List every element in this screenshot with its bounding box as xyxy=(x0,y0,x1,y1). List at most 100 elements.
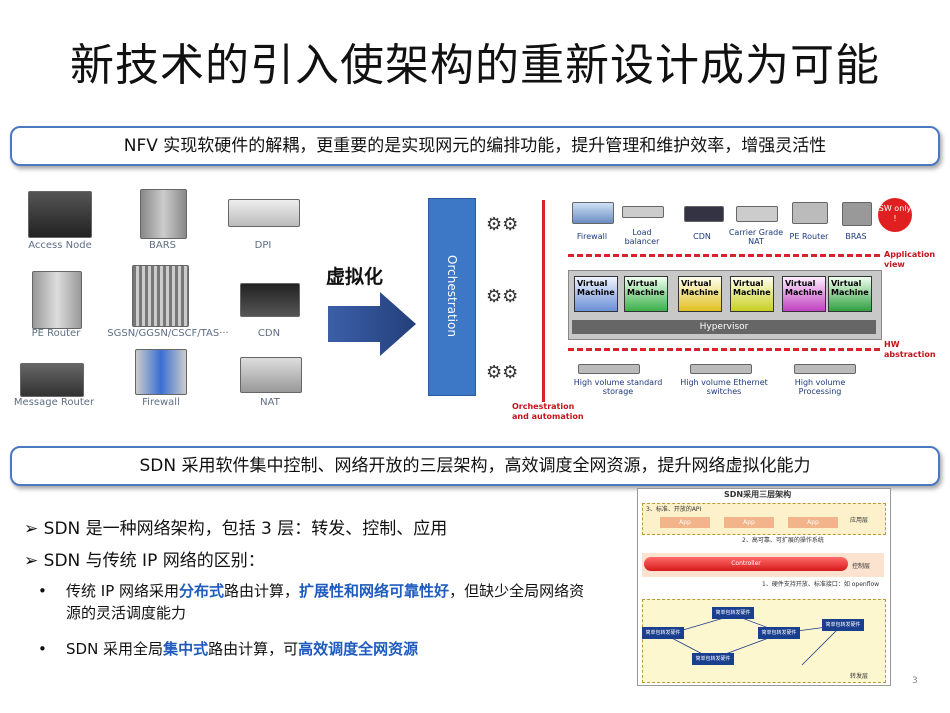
dot-bullet-icon: • xyxy=(38,582,47,600)
sdn-diagram-title: SDN采用三层架构 xyxy=(724,490,792,499)
top-label: BRAS xyxy=(845,232,867,241)
nfv-callout: NFV 实现软硬件的解耦，更重要的是实现网元的编排功能，提升管理和维护效率，增强… xyxy=(10,126,940,166)
switches-icon xyxy=(690,364,752,374)
forward-layer xyxy=(642,599,886,683)
note-openflow: 1、硬件支持开放、标准接口：如 openflow xyxy=(762,581,880,588)
sub-bullet-1-text: 路由计算， xyxy=(224,582,300,600)
app-box: App xyxy=(660,517,710,528)
nat-label: NAT xyxy=(260,397,280,408)
processing-icon xyxy=(794,364,856,374)
bullet-1: ➢ SDN 是一种网络架构，包括 3 层：转发、控制、应用 xyxy=(24,514,447,539)
forward-node: 简单包转发硬件 xyxy=(692,653,734,665)
virtual-machine: Virtual Machine xyxy=(828,276,872,312)
cdn-device xyxy=(240,283,300,317)
message-router-device xyxy=(20,363,84,397)
highlight-centralized: 集中式 xyxy=(163,640,209,658)
pe-router-device xyxy=(32,271,82,329)
virtualize-label: 虚拟化 xyxy=(326,266,384,288)
app-box: App xyxy=(724,517,774,528)
virtualize-arrow xyxy=(328,292,416,356)
bottom-label: High volume Ethernet switches xyxy=(680,378,768,396)
dpi-device xyxy=(228,199,300,227)
firewall-label: Firewall xyxy=(142,397,180,408)
access-node-device xyxy=(28,191,92,238)
bullet-2: ➢ SDN 与传统 IP 网络的区别： xyxy=(24,546,265,571)
orchestration-automation-label: Orchestration and automation xyxy=(512,402,584,421)
gear-icon: ⚙⚙ xyxy=(486,362,519,383)
device-grid: Access Node BARS DPI PE Router SGSN/GGSN… xyxy=(0,185,330,415)
app-layer-label: 应用层 xyxy=(850,517,869,524)
pe-router-icon xyxy=(792,202,828,224)
app-box: App xyxy=(788,517,838,528)
pe-router-label: PE Router xyxy=(31,328,81,339)
nfv-diagram: Firewall Load balancer CDN Carrier Grade… xyxy=(560,188,945,403)
load-balancer-icon xyxy=(622,206,664,218)
bars-label: BARS xyxy=(149,240,176,251)
access-node-label: Access Node xyxy=(28,240,92,251)
bottom-label: High volume Processing xyxy=(794,378,846,396)
sdn-diagram: SDN采用三层架构 3、标准、开放的API App App App 应用层 2、… xyxy=(637,488,891,686)
dpi-label: DPI xyxy=(254,240,272,251)
forward-layer-label: 转发层 xyxy=(850,673,869,680)
controller-bar: Controller xyxy=(644,557,848,571)
orchestration-line xyxy=(542,200,545,402)
sub-bullet-1-text: ，但缺少全局网络资源的灵活调度能力 xyxy=(66,582,585,622)
nat-device xyxy=(240,357,302,393)
sub-bullet-2-text: 路由计算，可 xyxy=(208,640,299,658)
firewall-icon xyxy=(572,202,614,224)
orchestration-bar: Orchestration xyxy=(428,198,476,396)
forward-node: 简单包转发硬件 xyxy=(642,627,684,639)
sub-bullet-2: • SDN 采用全局集中式路由计算，可高效调度全网资源 xyxy=(38,638,588,660)
arrow-bullet-icon: ➢ xyxy=(24,519,44,539)
bars-device xyxy=(140,189,187,239)
forward-node: 简单包转发硬件 xyxy=(712,607,754,619)
cdn-icon xyxy=(684,206,724,222)
hypervisor-bar: Hypervisor xyxy=(572,320,876,334)
hw-abstraction-label: HW abstraction xyxy=(884,340,936,359)
arrow-bullet-icon: ➢ xyxy=(24,551,44,571)
top-label: Carrier Grade NAT xyxy=(728,228,784,246)
slide-title: 新技术的引入使架构的重新设计成为可能 xyxy=(70,40,880,91)
virtual-machine: Virtual Machine xyxy=(624,276,668,312)
forward-links xyxy=(665,614,843,666)
note-os: 2、高可靠、可扩展的操作系统 xyxy=(742,537,824,544)
page-number: 3 xyxy=(912,676,918,686)
carrier-nat-icon xyxy=(736,206,778,222)
sgsn-label: SGSN/GGSN/CSCF/TAS··· xyxy=(107,328,229,339)
highlight-distributed: 分布式 xyxy=(179,582,225,600)
bottom-label: High volume standard storage xyxy=(573,378,663,396)
forward-node: 简单包转发硬件 xyxy=(758,627,800,639)
sub-bullet-1-text: 传统 IP 网络采用 xyxy=(66,582,180,600)
message-router-label: Message Router xyxy=(13,397,95,408)
cdn-label: CDN xyxy=(257,328,281,339)
virtual-machine: Virtual Machine xyxy=(782,276,826,312)
gear-icon: ⚙⚙ xyxy=(486,286,519,307)
orchestration-label: Orchestration xyxy=(445,255,459,337)
bullet-2-text: SDN 与传统 IP 网络的区别： xyxy=(43,551,265,571)
application-view-label: Application view xyxy=(884,250,936,269)
storage-icon xyxy=(578,364,640,374)
virtual-machine: Virtual Machine xyxy=(730,276,774,312)
forward-node: 简单包转发硬件 xyxy=(822,619,864,631)
hw-abstraction-line xyxy=(568,348,880,351)
top-label: Load balancer xyxy=(624,228,660,246)
firewall-device xyxy=(135,349,187,395)
dot-bullet-icon: • xyxy=(38,640,47,658)
top-label: CDN xyxy=(693,232,711,241)
gear-icon: ⚙⚙ xyxy=(486,214,519,235)
bullet-1-text: SDN 是一种网络架构，包括 3 层：转发、控制、应用 xyxy=(43,519,448,539)
sw-only-badge: SW only ! xyxy=(878,198,912,232)
highlight-efficient: 高效调度全网资源 xyxy=(298,640,419,658)
sub-bullet-1: • 传统 IP 网络采用分布式路由计算，扩展性和网络可靠性好，但缺少全局网络资源… xyxy=(38,580,588,624)
sgsn-device xyxy=(132,265,189,327)
bras-icon xyxy=(842,202,872,226)
virtual-machine: Virtual Machine xyxy=(678,276,722,312)
application-view-line xyxy=(568,254,880,257)
sub-bullet-2-text: SDN 采用全局 xyxy=(66,640,164,658)
note-api: 3、标准、开放的API xyxy=(646,506,702,513)
sdn-callout: SDN 采用软件集中控制、网络开放的三层架构，高效调度全网资源，提升网络虚拟化能… xyxy=(10,446,940,486)
top-label: PE Router xyxy=(789,232,829,241)
highlight-scalability: 扩展性和网络可靠性好 xyxy=(299,582,450,600)
virtual-machine: Virtual Machine xyxy=(574,276,618,312)
control-layer-label: 控制层 xyxy=(852,563,871,570)
